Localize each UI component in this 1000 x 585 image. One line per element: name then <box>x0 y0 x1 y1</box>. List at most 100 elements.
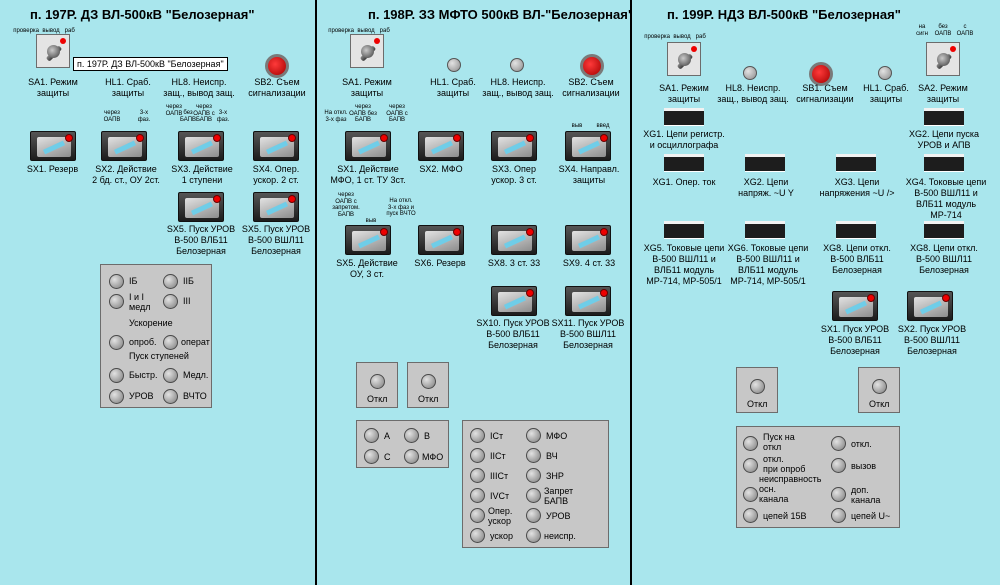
sx5-vshl11-label: SX5. Пуск УРОВ В-500 ВШЛ11 Белозерная <box>241 224 311 256</box>
sa1-mode-switch[interactable] <box>36 34 70 68</box>
hl8-label: HL8. Неиспр. защ., вывод защ. <box>482 77 554 98</box>
sx10-label: SX10. Пуск УРОВ В-500 ВЛБ11 Белозерная <box>476 318 550 350</box>
sb2-reset-button[interactable] <box>580 54 604 78</box>
sx1-label: SX1. Пуск УРОВ В-500 ВЛБ11 Белозерная <box>820 324 890 356</box>
acceleration-label: Ускорение <box>129 318 173 328</box>
sb2-label: SB2. Съем сигнализации <box>562 77 620 98</box>
sx9-label: SX9. 4 ст. 33 <box>562 258 616 268</box>
sb2-reset-button[interactable] <box>265 54 289 78</box>
xg8-vlb11-terminal <box>836 221 876 239</box>
circuit-15v-label: цепей 15В <box>763 511 807 521</box>
xg6-current-label: XG6. Токовые цепи В-500 ВШЛ11 и ВЛБ11 мо… <box>727 243 809 286</box>
neispr-label: неиспр. <box>544 531 576 541</box>
sa1-label: SA1. Режим защиты <box>342 77 392 98</box>
phase-b-lamp <box>404 428 419 443</box>
sa1-mode-switch[interactable] <box>350 34 384 68</box>
otkl-button-box-2: Откл <box>858 367 900 413</box>
sx10-switch[interactable] <box>491 286 537 316</box>
iist-lamp <box>470 448 485 463</box>
tooltip: п. 197Р. ДЗ ВЛ-500кВ "Белозерная" <box>73 57 228 71</box>
phase-c-label: C <box>384 452 391 462</box>
sx5-vlb11-switch[interactable] <box>178 192 224 222</box>
sx1-label: SX1. Действие МФО, 1 ст. ТУ 3ст. <box>330 164 406 185</box>
otkl-button-1[interactable] <box>750 379 765 394</box>
vch-lamp <box>526 448 541 463</box>
znr-label: ЗНР <box>546 471 564 481</box>
sx3-pos-label: через ОАПВ <box>165 104 183 117</box>
sa1-position-labels: проверка вывод раб <box>328 28 390 34</box>
sx9-switch[interactable] <box>565 225 611 255</box>
urov-lamp <box>526 508 541 523</box>
sx5-vshl11-switch[interactable] <box>253 192 299 222</box>
sa2-mode-switch[interactable] <box>926 42 960 76</box>
sx1-switch[interactable] <box>832 291 878 321</box>
sx2-switch[interactable] <box>101 131 147 161</box>
ivst-lamp <box>470 488 485 503</box>
sx3-switch[interactable] <box>491 131 537 161</box>
panel-title: п. 199Р. НДЗ ВЛ-500кВ "Белозерная" <box>667 7 901 22</box>
operat-lamp <box>163 335 178 350</box>
xg3-voltage-terminal <box>836 154 876 172</box>
sx1-switch[interactable] <box>345 131 391 161</box>
hl8-lamp <box>743 66 757 80</box>
circuit-15v-lamp <box>743 508 758 523</box>
xg4-current-terminal <box>924 154 964 172</box>
sx2-switch[interactable] <box>907 291 953 321</box>
otkl-button-box-2: Откл <box>407 362 449 408</box>
otkl-button-2[interactable] <box>421 374 436 389</box>
otkl-lamp <box>831 436 846 451</box>
main-channel-lamp <box>743 487 758 502</box>
xg2-urov-label: XG2. Цепи пуска УРОВ и АПВ <box>909 129 979 150</box>
sx2-switch[interactable] <box>418 131 464 161</box>
otkl-button-box-1: Откл <box>356 362 398 408</box>
hl8-lamp <box>510 58 524 72</box>
sx4-switch[interactable] <box>565 131 611 161</box>
bapv-block-label: Запрет БАПВ <box>544 486 574 506</box>
fast-label: Быстр. <box>129 370 158 380</box>
sx3-pos-label: без БАПВ <box>180 110 197 123</box>
sa1-mode-switch[interactable] <box>667 42 701 76</box>
sx8-switch[interactable] <box>491 225 537 255</box>
iib-label: IIБ <box>183 276 194 286</box>
iiist-lamp <box>470 468 485 483</box>
sx5-pos-label: через ОАПВ с запретом. БАПВ <box>332 192 360 218</box>
sa1-label: SA1. Режим защиты <box>28 77 78 98</box>
otkl-button-1[interactable] <box>370 374 385 389</box>
phase-indicator-box: A B C МФО <box>356 420 449 468</box>
urov-label: УРОВ <box>129 391 154 401</box>
sx3-switch[interactable] <box>178 131 224 161</box>
sx1-switch[interactable] <box>30 131 76 161</box>
stage-start-label: Пуск ступеней <box>129 351 189 361</box>
sx5-label: SX5. Действие ОУ, 3 ст. <box>336 258 398 279</box>
hl1-lamp <box>878 66 892 80</box>
start-otkl-label: Пуск на откл <box>763 432 795 452</box>
otkl-button-2[interactable] <box>872 379 887 394</box>
slow-label: Медл. <box>183 370 209 380</box>
xg5-current-label: XG5. Токовые цепи В-500 ВШЛ11 и ВЛБ11 мо… <box>643 243 725 286</box>
fast-lamp <box>109 368 124 383</box>
sa1-position-labels: проверка вывод раб <box>13 28 75 34</box>
vchto-lamp <box>163 389 178 404</box>
sx2-pos-label: 3-х фаз. <box>137 110 151 123</box>
otkl-label-2: Откл <box>418 394 439 404</box>
phase-c-lamp <box>364 449 379 464</box>
sa2-pos-label: на сигн <box>916 24 928 37</box>
oprob-label: опроб. <box>129 337 157 347</box>
sx11-switch[interactable] <box>565 286 611 316</box>
sx11-label: SX11. Пуск УРОВ В-500 ВШЛ11 Белозерная <box>551 318 625 350</box>
call-lamp <box>831 458 846 473</box>
xg2-urov-terminal <box>924 108 964 126</box>
sx4-switch[interactable] <box>253 131 299 161</box>
sx2-label: SX2. Пуск УРОВ В-500 ВШЛ11 Белозерная <box>897 324 967 356</box>
bapv-block-lamp <box>526 488 541 503</box>
phase-a-label: A <box>384 431 391 441</box>
urov-label: УРОВ <box>546 511 571 521</box>
sb2-label: SB2. Съем сигнализации <box>248 77 306 98</box>
ib-label: IБ <box>129 276 138 286</box>
sx5-switch[interactable] <box>345 225 391 255</box>
urov-lamp <box>109 389 124 404</box>
sx3-label: SX3. Опер ускор. 3 ст. <box>491 164 537 185</box>
xg1-reg-label: XG1. Цепи регистр. и осциллографа <box>643 129 725 150</box>
sx6-switch[interactable] <box>418 225 464 255</box>
sb1-reset-button[interactable] <box>809 62 833 86</box>
